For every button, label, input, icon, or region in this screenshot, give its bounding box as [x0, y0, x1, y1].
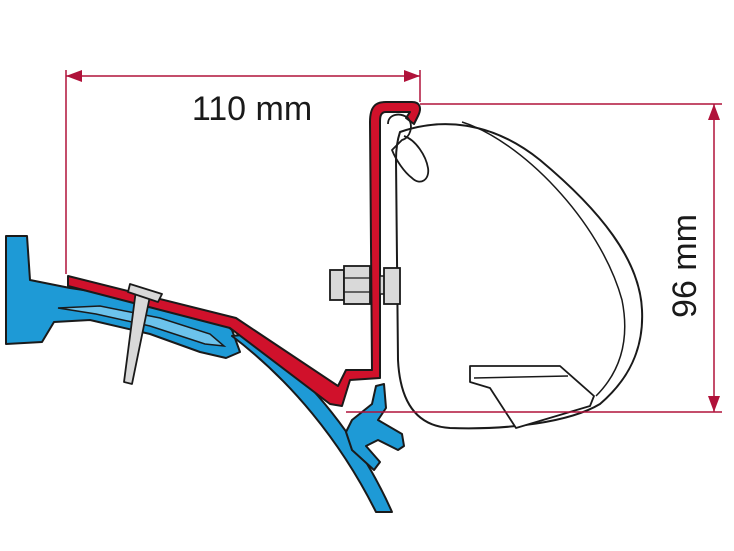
width-arrow-right — [404, 70, 420, 82]
width-arrow-left — [66, 70, 82, 82]
mounting-screw — [123, 283, 163, 385]
roof-gutter-channel — [57, 305, 227, 347]
awning-front-bar-line — [473, 375, 569, 379]
adapter-bracket-outline — [67, 101, 421, 407]
height-arrow-top — [708, 104, 720, 120]
height-arrow-bottom — [708, 396, 720, 412]
bolt-assembly — [329, 265, 401, 305]
screw-head — [127, 283, 163, 303]
rail-hook-clip — [345, 383, 405, 471]
bolt-washer-left — [329, 269, 345, 301]
width-label: 110 mm — [192, 90, 312, 128]
awning-housing — [387, 113, 644, 430]
bolt-head — [383, 267, 401, 305]
awning-top-hook — [387, 113, 430, 183]
dimension-height: 96 mm — [346, 103, 722, 413]
dimension-width: 110 mm — [65, 70, 421, 274]
bolt-nut — [343, 265, 371, 305]
awning-cassette-inner-line — [461, 121, 626, 397]
height-label: 96 mm — [666, 214, 704, 318]
awning-cassette-outline — [395, 123, 644, 430]
adapter-bracket — [67, 101, 421, 407]
